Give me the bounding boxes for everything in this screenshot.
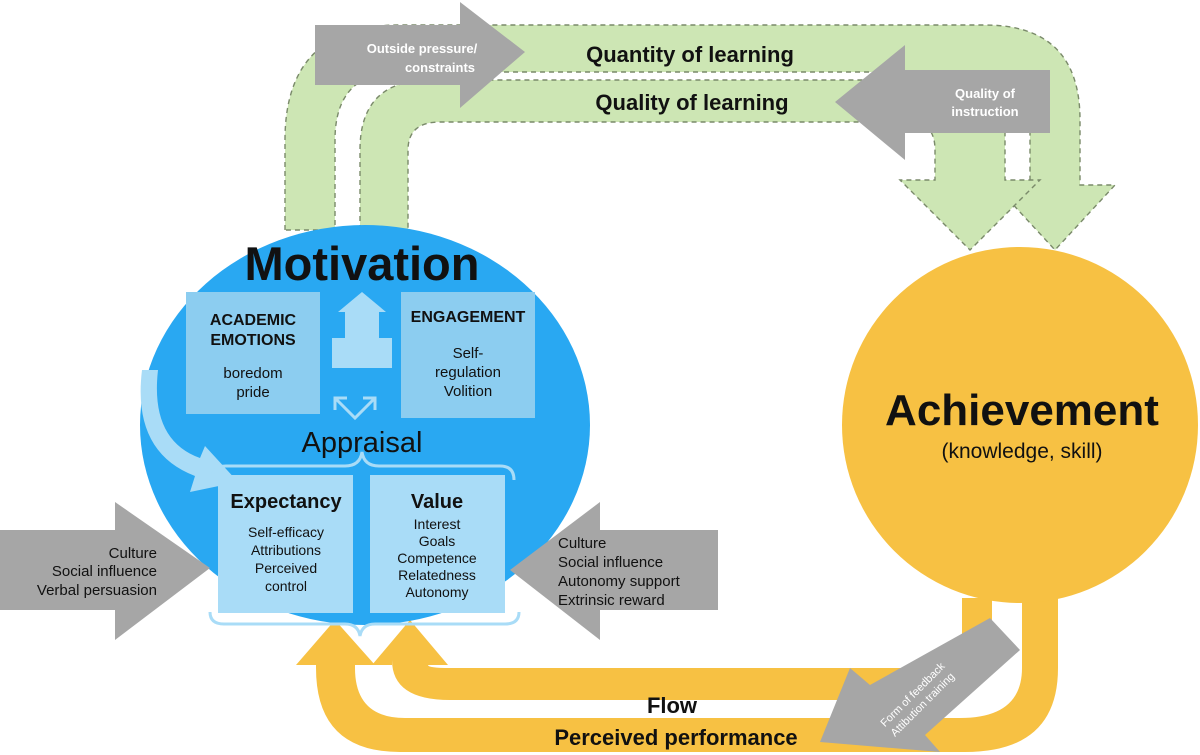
flow-label: Flow — [647, 693, 698, 718]
academic-emotions-heading: EMOTIONS — [210, 332, 296, 349]
expectancy-item: Self-efficacy — [248, 524, 324, 540]
flow-band — [372, 598, 992, 700]
right-influence-item: Social influence — [558, 554, 663, 571]
engagement-box — [401, 292, 535, 418]
achievement-subtitle: (knowledge, skill) — [941, 440, 1102, 463]
up-arrow-icon — [332, 292, 392, 368]
motivation-node: Motivation ACADEMIC EMOTIONS boredom pri… — [140, 225, 590, 637]
quality-of-learning-label: Quality of learning — [595, 90, 788, 115]
expectancy-box — [218, 475, 353, 613]
expectancy-item: Perceived — [255, 560, 317, 576]
achievement-node: Achievement (knowledge, skill) — [842, 247, 1198, 603]
curved-arrow-icon — [140, 370, 238, 492]
left-influence-item: Verbal persuasion — [37, 582, 157, 599]
appraisal-brace-top — [210, 451, 516, 481]
outside-pressure-arrow: Outside pressure/ constraints — [315, 2, 525, 108]
engagement-item: regulation — [435, 364, 501, 381]
value-item: Relatedness — [398, 567, 476, 583]
expectancy-item: control — [265, 578, 307, 594]
motivation-title: Motivation — [245, 237, 480, 290]
value-item: Competence — [397, 550, 477, 566]
achievement-title: Achievement — [885, 386, 1159, 435]
left-influence-item: Social influence — [52, 563, 157, 580]
left-influences-arrow: Culture Social influence Verbal persuasi… — [0, 502, 210, 640]
engagement-item: Self- — [453, 345, 484, 362]
outside-pressure-label: constraints — [405, 60, 475, 75]
quality-of-instruction-label: Quality of — [955, 86, 1016, 101]
engagement-heading: ENGAGEMENT — [411, 309, 526, 326]
engagement-item: Volition — [444, 383, 492, 400]
academic-emotions-item: boredom — [223, 365, 282, 382]
quality-of-instruction-label: instruction — [951, 104, 1018, 119]
academic-emotions-box — [186, 292, 320, 414]
appraisal-brace-bottom — [208, 611, 521, 637]
academic-emotions-heading: ACADEMIC — [210, 312, 297, 329]
double-arrow-icon — [333, 396, 377, 421]
value-item: Autonomy — [405, 584, 468, 600]
feedback-loop: Flow Perceived performance — [296, 598, 1058, 752]
quality-of-instruction-arrow: Quality of instruction — [835, 45, 1050, 160]
value-item: Goals — [419, 533, 456, 549]
value-box — [370, 475, 505, 613]
perceived-performance-label: Perceived performance — [554, 725, 797, 750]
outside-pressure-label: Outside pressure/ — [367, 41, 478, 56]
right-influence-item: Autonomy support — [558, 573, 681, 590]
achievement-circle — [842, 247, 1198, 603]
right-influence-item: Culture — [558, 535, 606, 552]
expectancy-item: Attributions — [251, 542, 321, 558]
academic-emotions-item: pride — [236, 384, 269, 401]
right-influence-item: Extrinsic reward — [558, 592, 665, 609]
left-influence-item: Culture — [109, 545, 157, 562]
value-heading: Value — [411, 491, 463, 513]
feedback-arrow: Form of feedback Attibution training — [820, 618, 1020, 752]
value-item: Interest — [414, 516, 461, 532]
quantity-of-learning-label: Quantity of learning — [586, 42, 794, 67]
right-influences-arrow: Culture Social influence Autonomy suppor… — [510, 502, 718, 640]
expectancy-heading: Expectancy — [230, 491, 342, 513]
